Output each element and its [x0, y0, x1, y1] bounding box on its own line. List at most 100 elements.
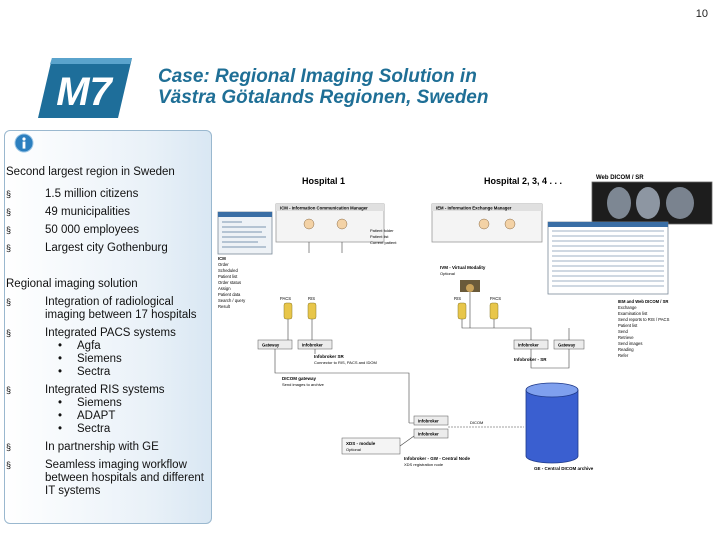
svg-text:Send images: Send images: [618, 341, 642, 346]
svg-text:Gateway: Gateway: [262, 343, 280, 348]
heading-imaging: Regional imaging solution: [6, 278, 138, 290]
facts-list: §1.5 million citizens §49 municipalities…: [6, 188, 206, 255]
ib-sr2-label: Infobroker - SR: [514, 357, 547, 362]
svg-text:Examination list: Examination list: [618, 311, 648, 316]
server-icons: [283, 302, 499, 320]
webdicom-screenshot: [591, 181, 713, 225]
list-item: §Seamless imaging workflow between hospi…: [6, 459, 204, 497]
svg-text:IEM and Web DICOM / SR: IEM and Web DICOM / SR: [618, 299, 668, 304]
list-item: §50 000 employees: [6, 224, 139, 236]
gateway-row-right: Infobroker Gateway: [513, 339, 585, 350]
svg-text:Gateway: Gateway: [558, 343, 576, 348]
dicom-gw-label: DICOM gateway: [282, 376, 317, 381]
svg-text:Assign: Assign: [218, 286, 231, 291]
list-item: §49 municipalities: [6, 206, 131, 218]
svg-text:Send: Send: [618, 329, 628, 334]
svg-text:Infobroker: Infobroker: [418, 432, 439, 437]
dicom-link-label: DICOM: [470, 420, 483, 425]
page-number: 10: [695, 8, 708, 20]
svg-text:Infobroker: Infobroker: [518, 343, 539, 348]
central-infobroker: Infobroker Infobroker: [413, 415, 449, 439]
svg-text:Infobroker: Infobroker: [418, 419, 439, 424]
square-bullet: §: [6, 243, 12, 253]
svg-text:Patient data: Patient data: [218, 292, 241, 297]
svg-text:Patient list: Patient list: [618, 323, 638, 328]
svg-text:Result: Result: [218, 304, 231, 309]
ivm-icon: [460, 280, 480, 292]
ris-2-label: RIS: [454, 296, 461, 301]
square-bullet: §: [6, 385, 12, 395]
left-text: Second largest region in Sweden §1.5 mil…: [6, 166, 206, 498]
svg-text:Infobroker: Infobroker: [302, 343, 323, 348]
ib-gw-sub: XDS registration node: [404, 462, 444, 467]
svg-text:Exchange: Exchange: [618, 305, 637, 310]
svg-text:Retrieve: Retrieve: [618, 335, 634, 340]
title-line-2: Västra Götalands Regionen, Sweden: [158, 87, 489, 108]
database-icon: [525, 382, 579, 464]
hospital-2-label: Hospital 2, 3, 4 . . .: [484, 176, 562, 186]
ris-1-label: RIS: [308, 296, 315, 301]
list-item: §Largest city Gothenburg: [6, 242, 168, 254]
svg-text:Search / query: Search / query: [218, 298, 246, 303]
sub-item: •Agfa: [58, 340, 101, 352]
iem-web-list: IEM and Web DICOM / SR Exchange Examinat…: [618, 299, 670, 358]
list-item: §Integrated RIS systems: [6, 384, 165, 396]
slide-title: Case: Regional Imaging Solution in Västr…: [158, 66, 618, 108]
iem-list-screenshot: [547, 221, 669, 295]
list-item: §In partnership with GE: [6, 441, 159, 453]
svg-text:Patient list: Patient list: [370, 234, 389, 239]
imaging-list: §Integration of radiological imaging bet…: [6, 296, 206, 498]
info-panel: [4, 130, 212, 524]
sub-item: •Siemens: [58, 397, 122, 409]
webdicom-label: Web DICOM / SR: [596, 175, 644, 181]
sub-item: •Sectra: [58, 423, 111, 435]
svg-text:Patient list: Patient list: [218, 274, 238, 279]
icm-box: ICM - Information Communication Manager: [275, 203, 385, 243]
square-bullet: §: [6, 189, 12, 199]
ib-gw-label: Infobroker - GW - Central Node: [404, 456, 470, 461]
square-bullet: §: [6, 207, 12, 217]
pacs-1-label: PACS: [280, 296, 291, 301]
svg-text:Order: Order: [218, 262, 229, 267]
logo-text: M7: [56, 70, 113, 114]
icm-notes: Patient folder Patient list Current pati…: [370, 228, 397, 245]
list-item: §1.5 million citizens: [6, 188, 139, 200]
hospital-1-label: Hospital 1: [302, 176, 345, 186]
xds-sub: Optional: [346, 447, 361, 452]
square-bullet: §: [6, 328, 12, 338]
svg-text:Reading: Reading: [618, 347, 634, 352]
iem-title: IEM - Information Exchange Manager: [436, 206, 512, 211]
list-item: §Integration of radiological imaging bet…: [6, 296, 197, 321]
list-item: §Integrated PACS systems: [6, 327, 176, 339]
info-icon: [14, 133, 34, 153]
svg-text:Current patient: Current patient: [370, 240, 397, 245]
title-line-1: Case: Regional Imaging Solution in: [158, 66, 477, 87]
iem-box: IEM - Information Exchange Manager: [431, 203, 543, 243]
svg-text:Scheduled: Scheduled: [218, 268, 238, 273]
svg-text:ICM: ICM: [218, 256, 226, 261]
ib-sr-label: Infobroker SR: [314, 354, 345, 359]
m7-logo: M7: [38, 58, 132, 118]
sub-item: •ADAPT: [58, 410, 116, 422]
icm-title: ICM - Information Communication Manager: [280, 206, 368, 211]
svg-text:Send reports to RIS / PACS: Send reports to RIS / PACS: [618, 317, 670, 322]
square-bullet: §: [6, 297, 12, 307]
pacs-2-label: PACS: [490, 296, 501, 301]
dicom-gw-sub: Send images to archive: [282, 382, 325, 387]
gateway-row-left: Gateway Infobroker: [257, 339, 333, 350]
square-bullet: §: [6, 225, 12, 235]
heading-region: Second largest region in Sweden: [6, 166, 175, 178]
architecture-diagram: Hospital 1 Hospital 2, 3, 4 . . . Web DI…: [217, 175, 713, 471]
ge-archive-label: GE - Central DICOM archive: [534, 466, 594, 471]
sub-item: •Siemens: [58, 353, 122, 365]
ivm-label: IVM - Virtual Modality: [440, 265, 486, 270]
sub-item: •Sectra: [58, 366, 111, 378]
ib-sr-sub: Connector to RIS, PACS and IDOM: [314, 360, 377, 365]
square-bullet: §: [6, 442, 12, 452]
svg-text:Patient folder: Patient folder: [370, 228, 394, 233]
svg-text:Refer: Refer: [618, 353, 629, 358]
xds-label: XDS - module: [346, 441, 376, 446]
icm-feature-list: ICM Order Scheduled Patient list Order s…: [218, 256, 246, 309]
ivm-sub: Optional: [440, 271, 455, 276]
svg-text:Order status: Order status: [218, 280, 241, 285]
